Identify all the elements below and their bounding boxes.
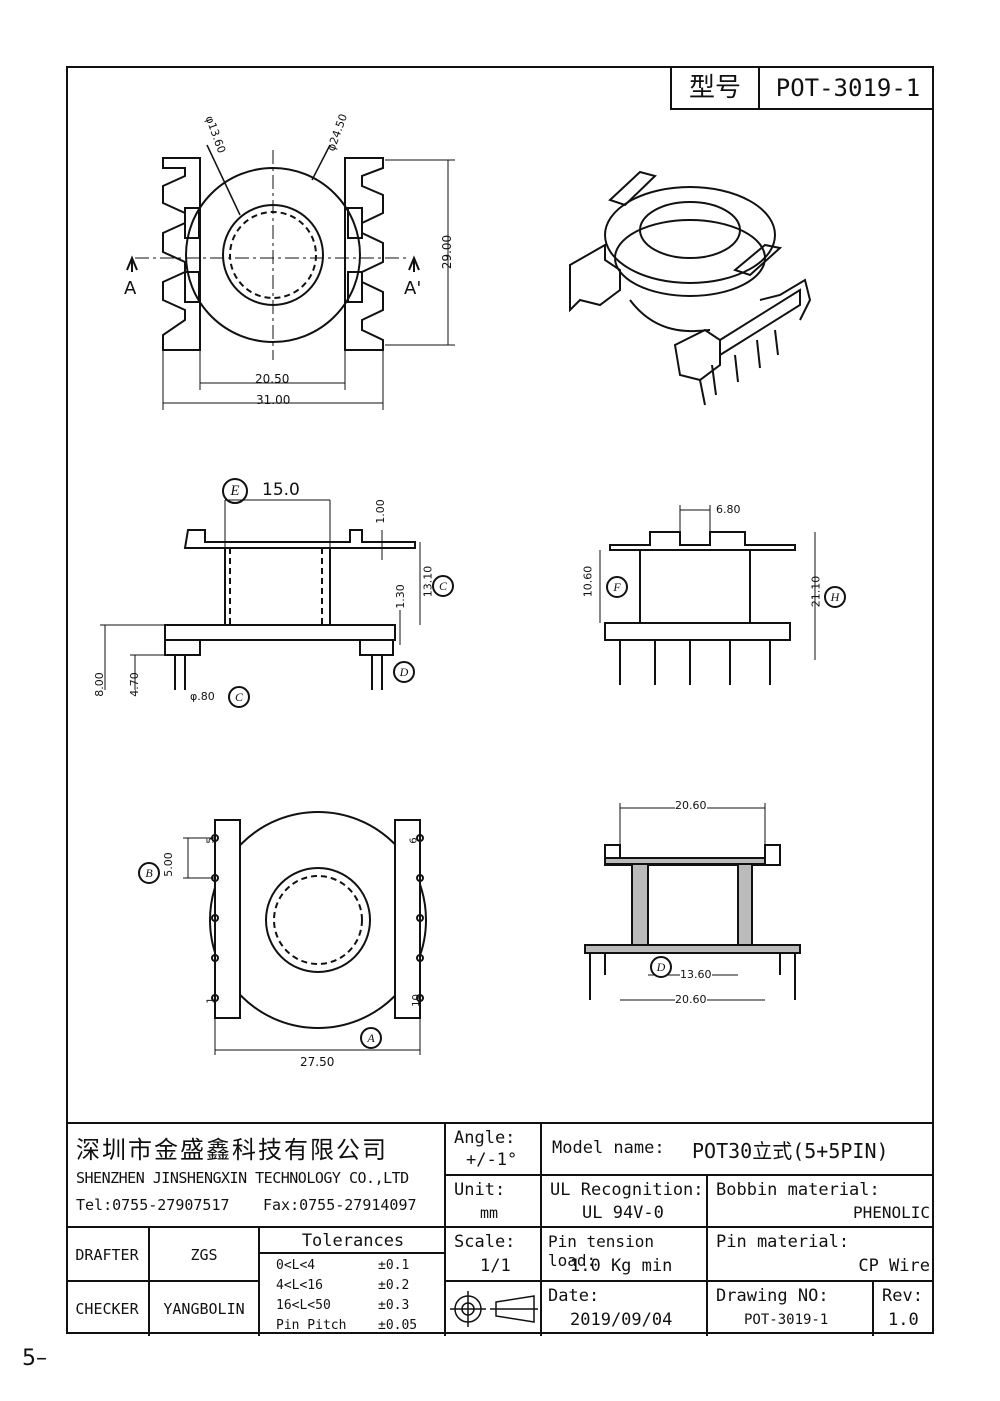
circle-label-c: C xyxy=(432,575,454,597)
bobbin-cell: Bobbin material: PHENOLIC xyxy=(708,1176,934,1228)
checker-label: CHECKER xyxy=(66,1282,150,1336)
angle-label: Angle: xyxy=(454,1128,516,1148)
company-fax: Fax:0755-27914097 xyxy=(263,1196,417,1214)
dim-130: 1.30 xyxy=(393,584,407,609)
tolerances-cell: Tolerances 0<L<4 ±0.1 4<L<16 ±0.2 16<L<5… xyxy=(260,1228,446,1336)
drawing-no-cell: Drawing NO: POT-3019-1 xyxy=(708,1282,874,1336)
date-cell: Date: 2019/09/04 xyxy=(542,1282,708,1336)
tol-value-2: ±0.2 xyxy=(378,1278,410,1293)
technical-drawings xyxy=(100,144,816,1055)
pin-material-label: Pin material: xyxy=(716,1232,850,1252)
scale-cell: Scale: 1/1 xyxy=(446,1228,542,1282)
drawing-no-value: POT-3019-1 xyxy=(744,1312,829,1328)
tol-value-4: ±0.05 xyxy=(378,1318,418,1333)
circle-label-e: E xyxy=(222,478,248,504)
dim-150: 15.0 xyxy=(262,480,300,500)
tol-value-3: ±0.3 xyxy=(378,1298,410,1313)
front-view xyxy=(599,505,816,685)
dim-2750: 27.50 xyxy=(300,1055,335,1069)
circle-label-f: F xyxy=(606,576,628,598)
model-box: 型号 POT-3019-1 xyxy=(670,68,932,110)
bobbin-label: Bobbin material: xyxy=(716,1180,880,1200)
model-box-label: 型号 xyxy=(672,68,760,108)
title-block: 深圳市金盛鑫科技有限公司 SHENZHEN JINSHENGXIN TECHNO… xyxy=(66,1122,934,1336)
projection-symbol-icon xyxy=(446,1282,542,1336)
dim-680: 6.80 xyxy=(716,503,741,516)
angle-cell: Angle: +/-1° xyxy=(446,1124,542,1176)
section-view xyxy=(584,803,801,1001)
tolerances-label: Tolerances xyxy=(260,1228,446,1254)
circle-label-b: B xyxy=(138,862,160,884)
model-name-label: Model name: xyxy=(552,1138,665,1158)
tol-range-2: 4<L<16 xyxy=(276,1278,323,1293)
drafter-label: DRAFTER xyxy=(66,1228,150,1282)
bobbin-value: PHENOLIC xyxy=(852,1203,930,1222)
side-view xyxy=(100,499,421,690)
page-mark: 5– xyxy=(22,1346,47,1371)
drawing-sheet xyxy=(66,66,934,1334)
model-name-cell: Model name: POT30立式(5+5PIN) xyxy=(542,1124,934,1176)
date-value: 2019/09/04 xyxy=(570,1310,673,1330)
pin-number-6: 6 xyxy=(408,837,420,844)
pin-material-value: CP Wire xyxy=(858,1256,930,1276)
circle-label-d: D xyxy=(393,661,415,683)
checker-value: YANGBOLIN xyxy=(150,1282,260,1336)
dim-470: 4.70 xyxy=(127,672,141,697)
ul-cell: UL Recognition: UL 94V-0 xyxy=(542,1176,708,1228)
rev-label: Rev: xyxy=(882,1286,923,1306)
isometric-view xyxy=(569,170,812,406)
pin-material-cell: Pin material: CP Wire xyxy=(708,1228,934,1282)
tol-range-1: 0<L<4 xyxy=(276,1258,316,1273)
company-name-en: SHENZHEN JINSHENGXIN TECHNOLOGY CO.,LTD xyxy=(76,1169,409,1187)
dim-1060: 10.60 xyxy=(581,565,595,598)
scale-label: Scale: xyxy=(454,1232,516,1252)
drafter-value: ZGS xyxy=(150,1228,260,1282)
circle-label-c-pin: C xyxy=(228,686,250,708)
dim-width-2050: 20.50 xyxy=(255,372,290,386)
date-label: Date: xyxy=(548,1286,600,1306)
company-tel: Tel:0755-27907517 xyxy=(76,1196,230,1214)
dim-section-top: 20.60 xyxy=(675,799,707,812)
dim-500: 5.00 xyxy=(161,852,175,877)
pin-tension-value: 1.0 Kg min xyxy=(570,1256,673,1276)
unit-cell: Unit: mm xyxy=(446,1176,542,1228)
ul-value: UL 94V-0 xyxy=(582,1203,664,1223)
ul-label: UL Recognition: xyxy=(550,1180,704,1200)
company-block: 深圳市金盛鑫科技有限公司 SHENZHEN JINSHENGXIN TECHNO… xyxy=(66,1124,446,1228)
circle-label-d-section: D xyxy=(650,956,672,978)
scale-value: 1/1 xyxy=(480,1256,511,1276)
tol-value-1: ±0.1 xyxy=(378,1258,410,1273)
unit-value: mm xyxy=(480,1204,499,1222)
bottom-view xyxy=(183,811,427,1055)
company-name-cn: 深圳市金盛鑫科技有限公司 xyxy=(76,1138,388,1164)
dim-pin-dia: φ.80 xyxy=(190,690,215,703)
dim-800: 8.00 xyxy=(92,672,106,697)
drawing-no-label: Drawing NO: xyxy=(716,1286,829,1306)
tol-range-4: Pin Pitch xyxy=(276,1318,347,1333)
dim-section-inner: 13.60 xyxy=(680,968,712,981)
dim-2110: 21.10 xyxy=(809,575,823,608)
angle-value: +/-1° xyxy=(466,1150,518,1170)
top-view xyxy=(126,144,455,410)
section-label-a-prime: A' xyxy=(404,278,422,299)
pin-number-5: 5 xyxy=(205,837,217,844)
model-name-value: POT30立式(5+5PIN) xyxy=(692,1139,889,1163)
dim-section-bottom: 20.60 xyxy=(675,993,707,1006)
model-box-value: POT-3019-1 xyxy=(775,74,921,102)
rev-value: 1.0 xyxy=(888,1310,919,1330)
pin-number-1: 1 xyxy=(205,997,217,1004)
pin-number-10: 10 xyxy=(410,994,422,1007)
circle-label-a: A xyxy=(360,1027,382,1049)
pin-tension-cell: Pin tension load: 1.0 Kg min xyxy=(542,1228,708,1282)
circle-label-h: H xyxy=(824,586,846,608)
pin-tension-label: Pin tension load: xyxy=(548,1232,654,1270)
dim-100: 1.00 xyxy=(373,499,387,524)
unit-label: Unit: xyxy=(454,1180,506,1200)
dim-width-3100: 31.00 xyxy=(256,393,291,407)
section-label-a: A xyxy=(124,278,137,299)
rev-cell: Rev: 1.0 xyxy=(874,1282,934,1336)
dim-height-29: 29.00 xyxy=(440,234,455,270)
tol-range-3: 16<L<50 xyxy=(276,1298,331,1313)
